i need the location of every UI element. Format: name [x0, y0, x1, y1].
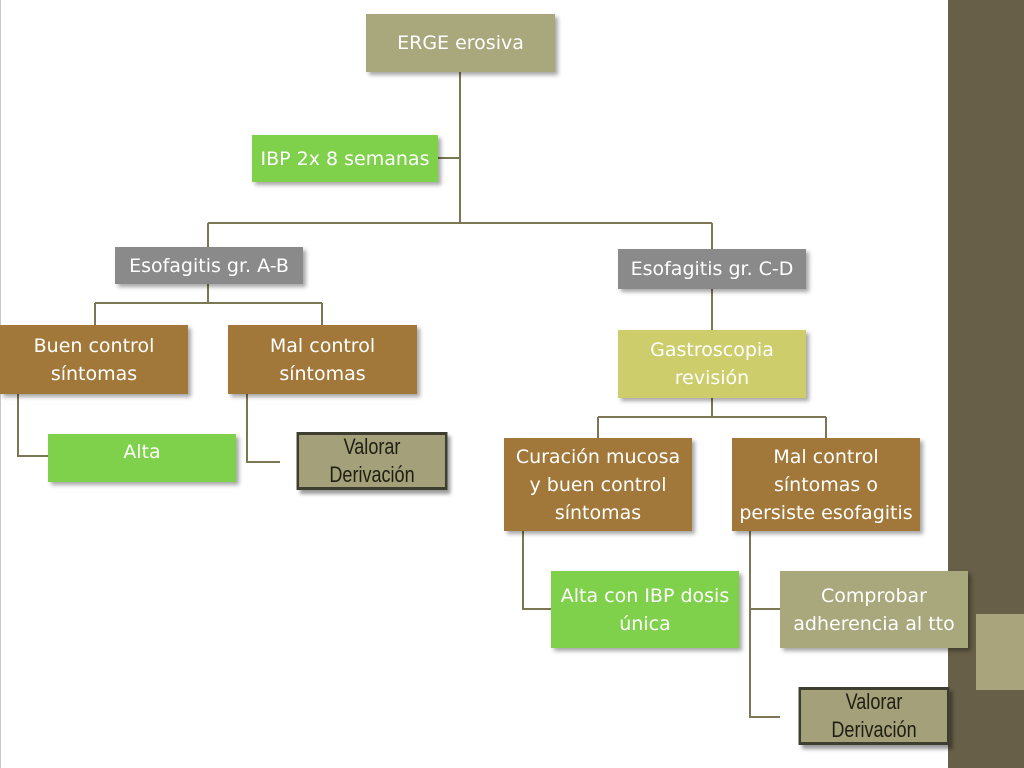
node-esofagitis-ab: Esofagitis gr. A-B — [115, 247, 303, 284]
node-erge-erosiva: ERGE erosiva — [366, 14, 555, 72]
node-mal-control-persiste: Mal control síntomas o persiste esofagit… — [732, 438, 920, 531]
connector-to-alta-ibp — [522, 531, 551, 610]
node-ibp-8-semanas: IBP 2x 8 semanas — [252, 135, 438, 182]
node-mal-control-sintomas: Mal control síntomas — [228, 325, 417, 394]
node-gastroscopia-revision: Gastroscopia revisión — [618, 330, 806, 398]
node-curacion-mucosa: Curación mucosa y buen control síntomas — [504, 438, 692, 531]
node-buen-control-sintomas: Buen control síntomas — [0, 325, 188, 394]
connector-to-comprobar — [749, 531, 780, 718]
node-alta: Alta — [48, 434, 236, 482]
node-alta-ibp-dosis-unica: Alta con IBP dosis única — [551, 571, 739, 648]
node-valorar-derivacion-1: Valorar Derivación — [296, 432, 448, 490]
side-band-tab — [976, 614, 1024, 690]
node-comprobar-adherencia: Comprobar adherencia al tto — [780, 571, 968, 648]
node-valorar-derivacion-2: Valorar Derivación — [798, 687, 950, 745]
node-esofagitis-cd: Esofagitis gr. C-D — [618, 249, 806, 289]
connector-to-alta — [17, 394, 48, 457]
connector-to-valorar-1 — [246, 394, 280, 463]
